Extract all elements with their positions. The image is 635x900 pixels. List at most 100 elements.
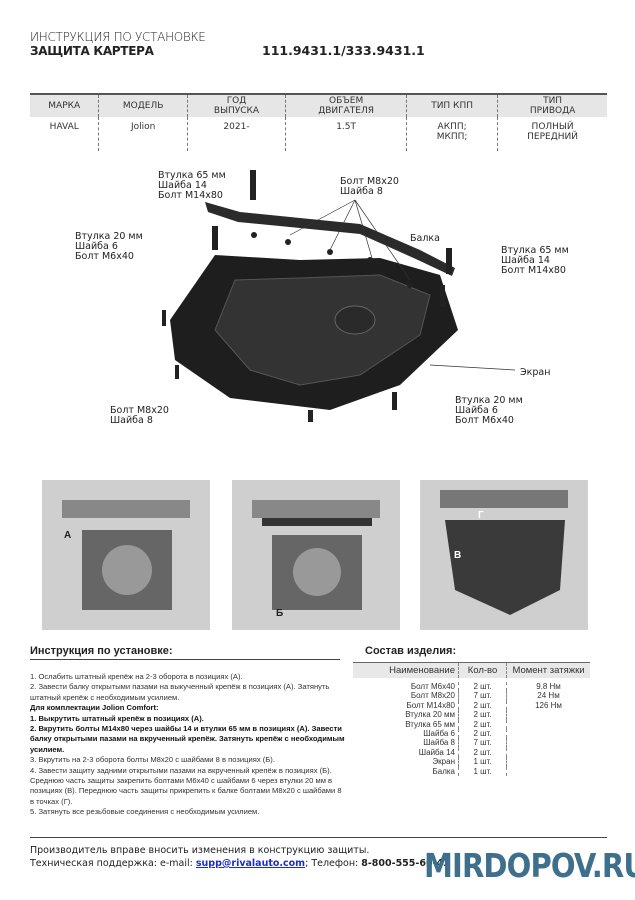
fasteners — [162, 170, 452, 422]
item-name: Шайба 8 — [353, 738, 459, 748]
spec-value: АКПП; МКПП; — [406, 117, 498, 151]
mark-g: Г — [478, 510, 484, 521]
item-name: Экран — [353, 757, 459, 767]
item-qty: 7 шт. — [459, 738, 507, 748]
item-qty: 7 шт. — [459, 691, 507, 701]
instruction-line: Для комплектации Jolion Comfort: — [30, 703, 159, 713]
spec-value: HAVAL — [49, 122, 79, 132]
instruction-line: 2. Вкрутить болты М14х80 через шайбы 14 … — [30, 724, 345, 754]
spec-value: 2021- — [186, 117, 286, 151]
item-qty: 2 шт. — [459, 700, 507, 711]
item-torque — [507, 720, 590, 729]
label-beam: Балка — [410, 233, 440, 244]
spec-header: ТИП КПП — [406, 94, 498, 117]
photo-step-3: Г В — [420, 480, 588, 630]
item-torque — [507, 729, 590, 738]
col-name: Наименование — [353, 663, 459, 678]
col-qty: Кол-во — [459, 663, 507, 678]
label-top-mid: Болт М8х20 Шайба 8 — [340, 176, 399, 197]
item-name: Втулка 65 мм — [353, 719, 459, 729]
item-torque — [507, 757, 590, 766]
instruction-line: 5. Затянуть все резьбовые соединения с н… — [30, 807, 260, 817]
instruction-line: 2. Завести балку открытыми пазами на вык… — [30, 682, 330, 702]
footer-notice: Производитель вправе вносить изменения в… — [30, 845, 370, 856]
composition-title: Состав изделия: — [365, 645, 457, 657]
instruction-line: 4. Завести защиту задними открытыми паза… — [30, 765, 342, 806]
support-label: Техническая поддержка: e-mail: — [30, 858, 196, 869]
support-email-link[interactable]: supp@rivalauto.com — [195, 858, 306, 869]
item-torque: 24 Нм — [537, 691, 560, 701]
label-bottom-left: Болт М8х20 Шайба 8 — [110, 405, 169, 426]
part-code: 111.9431.1/333.9431.1 — [262, 43, 425, 58]
label-top-left: Втулка 65 мм Шайба 14 Болт М14х80 — [158, 170, 226, 201]
item-name: Шайба 6 — [353, 728, 459, 739]
label-right: Втулка 65 мм Шайба 14 Болт М14х80 — [501, 245, 569, 276]
item-name: Балка — [353, 766, 459, 776]
spec-header: ОБЪЕМ ДВИГАТЕЛЯ — [285, 94, 407, 117]
item-name: Шайба 14 — [353, 747, 459, 758]
leader-lines — [289, 199, 516, 371]
instruction-line: 1. Выкрутить штатный крепёж в позициях (… — [30, 713, 204, 723]
spec-header: ТИП ПРИВОДА — [497, 94, 607, 117]
item-name: Болт М8х20 — [353, 691, 459, 701]
doc-title: ЗАЩИТА КАРТЕРА — [30, 44, 154, 58]
item-qty: 1 шт. — [459, 757, 507, 767]
doc-subtitle: ИНСТРУКЦИЯ ПО УСТАНОВКЕ — [30, 30, 206, 44]
phone-number: 8-800-555-60-43 — [361, 858, 450, 869]
mark-b: Б — [276, 608, 284, 619]
footer-support: Техническая поддержка: e-mail: supp@riva… — [30, 858, 450, 869]
item-qty: 2 шт. — [459, 728, 507, 739]
spec-header: ГОД ВЫПУСКА — [186, 94, 286, 117]
label-left: Втулка 20 мм Шайба 6 Болт М6х40 — [75, 231, 143, 262]
item-torque — [507, 710, 590, 719]
label-screen: Экран — [520, 367, 551, 378]
spec-header: МАРКА — [30, 94, 99, 117]
item-torque — [507, 767, 590, 776]
mark-v: В — [454, 550, 462, 561]
instruction-line: 3. Вкрутить на 2-3 оборота болты М8х20 с… — [30, 755, 275, 765]
instructions-title: Инструкция по установке: — [30, 645, 340, 660]
photo-step-1: А — [42, 480, 210, 630]
footer-divider — [30, 837, 607, 838]
watermark: MIRDOPOV.RU — [424, 846, 635, 885]
phone-label: Телефон: — [308, 858, 362, 869]
item-qty: 2 шт. — [459, 747, 507, 758]
item-qty: 2 шт. — [459, 710, 507, 720]
exploded-diagram — [162, 170, 516, 422]
photo-step-2: Б — [232, 480, 400, 630]
item-qty: 2 шт. — [459, 682, 507, 692]
item-name: Болт М6х40 — [353, 682, 459, 692]
label-bottom-right: Втулка 20 мм Шайба 6 Болт М6х40 — [455, 395, 523, 426]
sep: ; — [305, 858, 309, 869]
instructions-list: 1. Ослабить штатный крепёж на 2-3 оборот… — [30, 672, 345, 818]
spec-value: Jolion — [98, 117, 188, 151]
item-qty: 1 шт. — [459, 766, 507, 776]
beam — [205, 202, 455, 276]
skid-plate — [170, 255, 458, 410]
mark-a: А — [64, 530, 72, 541]
spec-value: ПОЛНЫЙ ПЕРЕДНИЙ — [497, 117, 607, 151]
item-qty: 2 шт. — [459, 719, 507, 729]
item-torque — [507, 748, 590, 757]
item-name: Втулка 20 мм — [353, 710, 459, 720]
spec-value: 1.5T — [285, 117, 407, 151]
instruction-line: 1. Ослабить штатный крепёж на 2-3 оборот… — [30, 672, 243, 681]
spec-header: МОДЕЛЬ — [98, 94, 188, 117]
item-torque: 9.8 Нм — [536, 682, 561, 691]
item-name: Болт М14х80 — [353, 700, 459, 711]
item-torque — [507, 738, 590, 747]
col-torque: Момент затяжки — [512, 665, 585, 676]
item-torque: 126 Нм — [535, 700, 562, 710]
